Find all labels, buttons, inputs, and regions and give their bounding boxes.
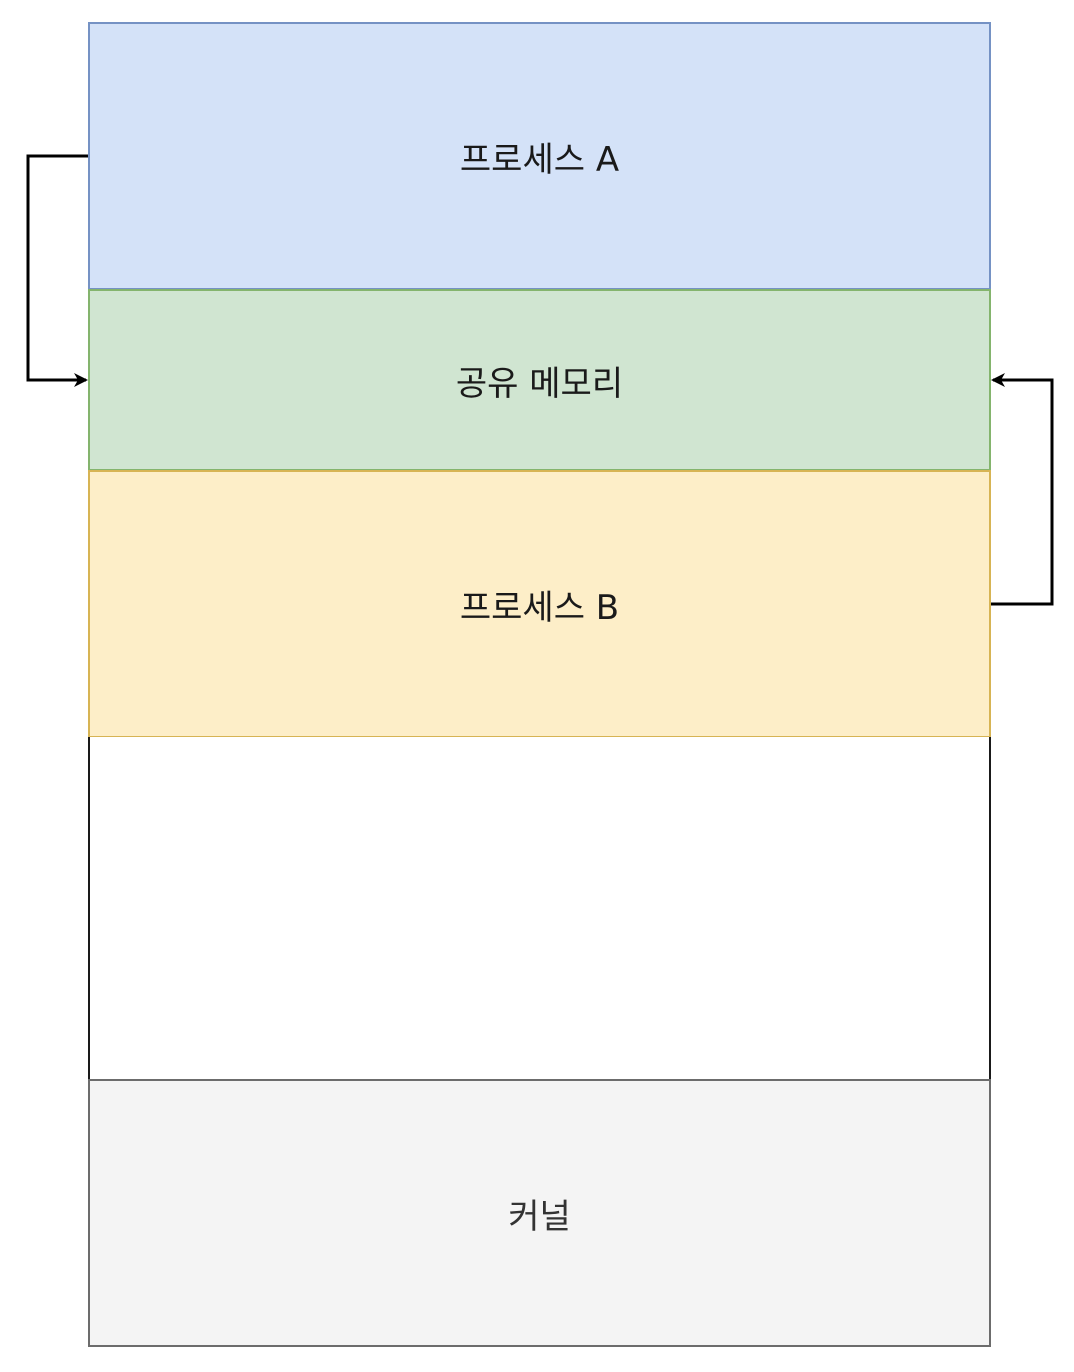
process-a-block: 프로세스 A xyxy=(88,22,991,290)
shared-memory-block: 공유 메모리 xyxy=(88,289,991,471)
kernel-label: 커널 xyxy=(508,1196,571,1237)
shared-memory-label: 공유 메모리 xyxy=(455,363,624,404)
unused-memory-block xyxy=(88,737,991,1080)
arrow-process-b-to-shared-memory xyxy=(991,373,1054,606)
kernel-block: 커널 xyxy=(88,1079,991,1347)
process-b-block: 프로세스 B xyxy=(88,470,991,738)
process-a-label: 프로세스 A xyxy=(459,139,620,180)
process-b-label: 프로세스 B xyxy=(459,587,620,628)
arrow-process-a-to-shared-memory xyxy=(26,154,88,387)
